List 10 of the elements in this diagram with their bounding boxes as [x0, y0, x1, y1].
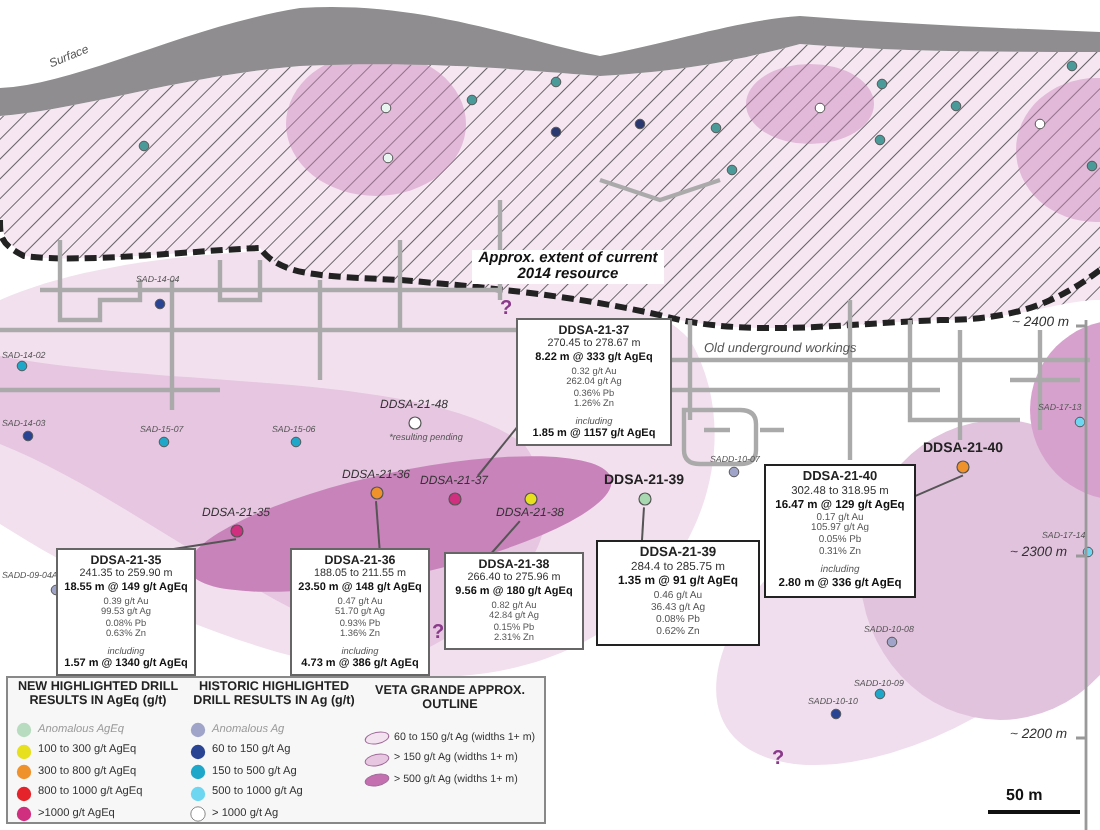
question-mark: ?	[500, 298, 513, 320]
question-mark: ?	[432, 622, 445, 644]
question-mark: ?	[772, 748, 785, 770]
callout-box	[56, 548, 196, 677]
scale-label: 50 m	[1006, 788, 1043, 806]
callout-box	[444, 552, 584, 651]
callout-box	[516, 318, 672, 447]
callout-box	[764, 464, 916, 599]
callout-box	[596, 540, 760, 646]
callout-box	[290, 548, 430, 677]
